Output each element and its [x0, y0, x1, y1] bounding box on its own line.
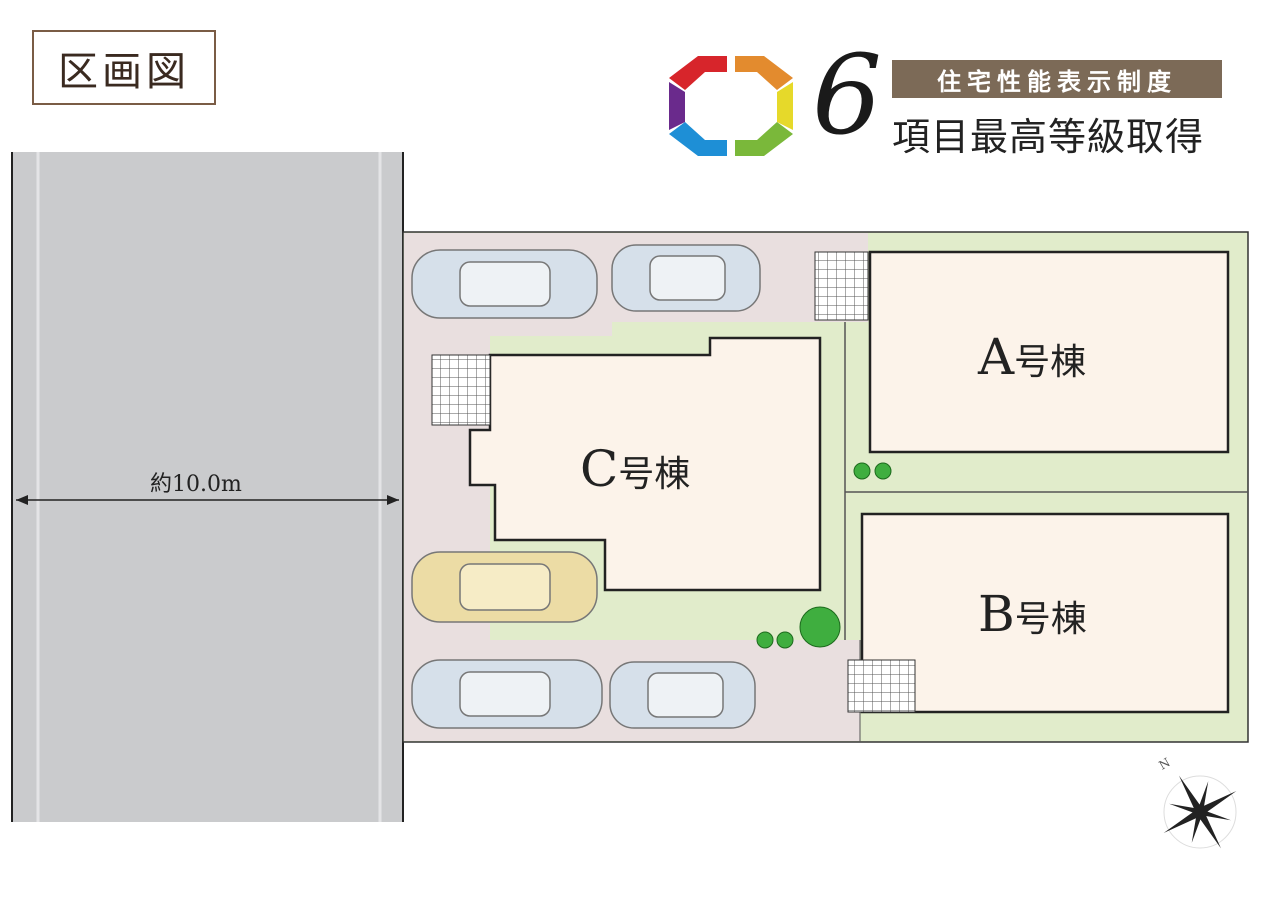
building-letter: B — [978, 585, 1015, 643]
compass-icon — [1163, 775, 1237, 849]
road-width-label: 約10.0m — [150, 472, 242, 497]
building-letter: C — [580, 440, 619, 498]
building-c — [468, 336, 822, 592]
building-suffix: 号棟 — [618, 454, 691, 495]
tree-icon — [756, 462, 892, 649]
compass-north-label: N — [1157, 755, 1173, 772]
entrance-tile — [431, 354, 491, 426]
building-letter: A — [978, 328, 1015, 386]
hexagon-logo-icon — [669, 56, 793, 156]
building-c-label: C号棟 — [580, 440, 690, 498]
building-a — [868, 250, 1230, 454]
badge-line1: 住宅性能表示制度 — [892, 60, 1222, 98]
entrance-tile — [814, 251, 869, 321]
badge-line2: 項目最高等級取得 — [892, 115, 1205, 159]
building-a-label: A号棟 — [978, 328, 1086, 386]
building-b-label: B号棟 — [978, 585, 1087, 643]
road-width-dimension — [16, 495, 399, 505]
page-title: 区画図 — [32, 30, 216, 105]
road — [12, 152, 403, 822]
building-suffix: 号棟 — [1014, 599, 1087, 640]
building-suffix: 号棟 — [1014, 342, 1087, 383]
badge-number: 6 — [812, 31, 882, 159]
car — [411, 244, 761, 729]
building-b — [860, 512, 1230, 714]
entrance-tile — [847, 659, 916, 713]
